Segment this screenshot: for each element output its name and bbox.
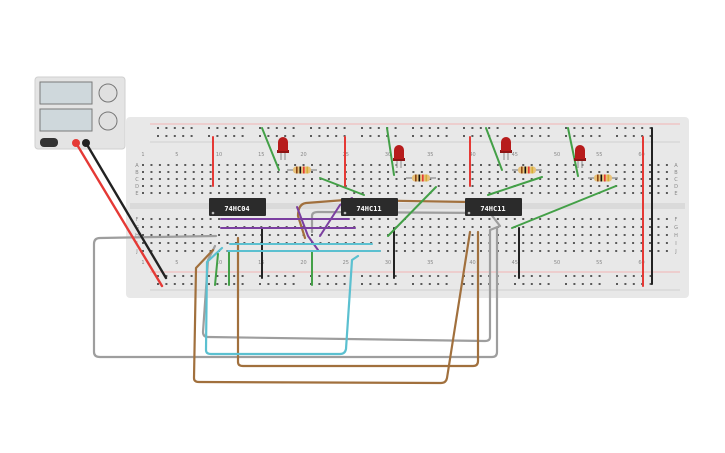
chip-label: 74HC11 <box>356 205 381 213</box>
current-display <box>39 108 93 132</box>
ic-chips: 74HC04 74HC11 74HC11 <box>209 198 522 216</box>
row-letter: F <box>675 217 678 223</box>
current-knob[interactable] <box>98 111 118 131</box>
red-led[interactable] <box>277 137 289 160</box>
green-wire[interactable] <box>261 127 280 171</box>
resistors <box>287 166 618 182</box>
chip-label: 74HC11 <box>480 205 505 213</box>
column-number: 45 <box>512 152 518 158</box>
green-wire[interactable] <box>386 127 395 176</box>
column-number: 30 <box>385 152 391 158</box>
leds <box>277 137 586 168</box>
chip-label: 74HC04 <box>224 205 249 213</box>
column-number: 5 <box>175 260 178 266</box>
row-letter: B <box>135 170 139 176</box>
row-letter: H <box>674 233 678 239</box>
row-letter: B <box>674 170 678 176</box>
jumper-wires <box>212 127 653 287</box>
green-wire[interactable] <box>387 186 437 237</box>
power-switch[interactable] <box>40 138 58 147</box>
column-number: 40 <box>469 260 475 266</box>
column-number: 5 <box>175 152 178 158</box>
green-wire[interactable] <box>487 176 543 196</box>
row-letter: A <box>135 163 139 169</box>
row-letter: I <box>675 241 676 247</box>
black-power-lead[interactable] <box>84 141 168 280</box>
power-leads <box>74 141 168 288</box>
row-letter: C <box>674 177 678 183</box>
column-number: 60 <box>638 152 644 158</box>
resistor[interactable] <box>287 166 317 174</box>
brown-wire-top[interactable] <box>296 198 472 240</box>
column-number: 50 <box>554 152 560 158</box>
column-number: 20 <box>300 260 306 266</box>
row-letter: F <box>136 217 139 223</box>
row-letter: D <box>135 184 139 190</box>
breadboard[interactable]: 1155101015152020252530303535404045455050… <box>126 117 689 298</box>
power-supply[interactable] <box>34 76 126 150</box>
column-number: 50 <box>554 260 560 266</box>
gray-wire-loop-outer[interactable] <box>92 226 499 359</box>
red-led[interactable] <box>500 137 512 160</box>
brown-wire-loop-inner[interactable] <box>236 230 480 368</box>
chip-74hc11[interactable]: 74HC11 <box>465 198 522 216</box>
resistor[interactable] <box>406 174 436 182</box>
column-number: 45 <box>512 260 518 266</box>
row-letter: A <box>674 163 678 169</box>
column-number: 1 <box>141 260 144 266</box>
center-channel <box>130 203 685 209</box>
column-number: 40 <box>469 152 475 158</box>
red-led[interactable] <box>393 145 405 168</box>
column-number: 20 <box>300 152 306 158</box>
green-wire[interactable] <box>485 127 503 171</box>
column-number: 55 <box>596 152 602 158</box>
chip-74hc11[interactable]: 74HC11 <box>341 198 398 216</box>
brown-wire-loop-outer[interactable] <box>192 230 472 385</box>
cyan-wire-loop[interactable] <box>204 246 360 356</box>
column-number: 35 <box>427 260 433 266</box>
row-letter: D <box>674 184 678 190</box>
gray-wire-loop-inner[interactable] <box>201 210 502 343</box>
row-letter: E <box>135 191 138 197</box>
red-led[interactable] <box>574 145 586 168</box>
green-wire[interactable] <box>567 127 579 177</box>
voltage-knob[interactable] <box>98 83 118 103</box>
green-wire[interactable] <box>511 185 617 229</box>
row-letter: C <box>135 177 139 183</box>
voltage-display <box>39 81 93 105</box>
purple-wire[interactable] <box>296 206 319 251</box>
resistor[interactable] <box>588 174 618 182</box>
chip-74hc04[interactable]: 74HC04 <box>209 198 266 216</box>
column-number: 55 <box>596 260 602 266</box>
column-number: 15 <box>258 152 264 158</box>
column-number: 30 <box>385 260 391 266</box>
row-letter: J <box>674 249 676 255</box>
column-number: 60 <box>638 260 644 266</box>
red-power-lead[interactable] <box>74 141 164 288</box>
column-number: 10 <box>216 260 222 266</box>
column-number: 35 <box>427 152 433 158</box>
column-number: 10 <box>216 152 222 158</box>
resistor[interactable] <box>512 166 542 174</box>
column-number: 1 <box>141 152 144 158</box>
column-number: 25 <box>343 260 349 266</box>
green-wire[interactable] <box>319 177 365 196</box>
green-wire[interactable] <box>214 253 219 286</box>
row-letter: G <box>674 225 678 231</box>
row-letter: E <box>674 191 677 197</box>
loop-wires <box>92 198 502 385</box>
row-letter: H <box>135 233 139 239</box>
row-letter: J <box>135 249 137 255</box>
column-numbers: 1155101015152020252530303535404045455050… <box>141 152 644 266</box>
